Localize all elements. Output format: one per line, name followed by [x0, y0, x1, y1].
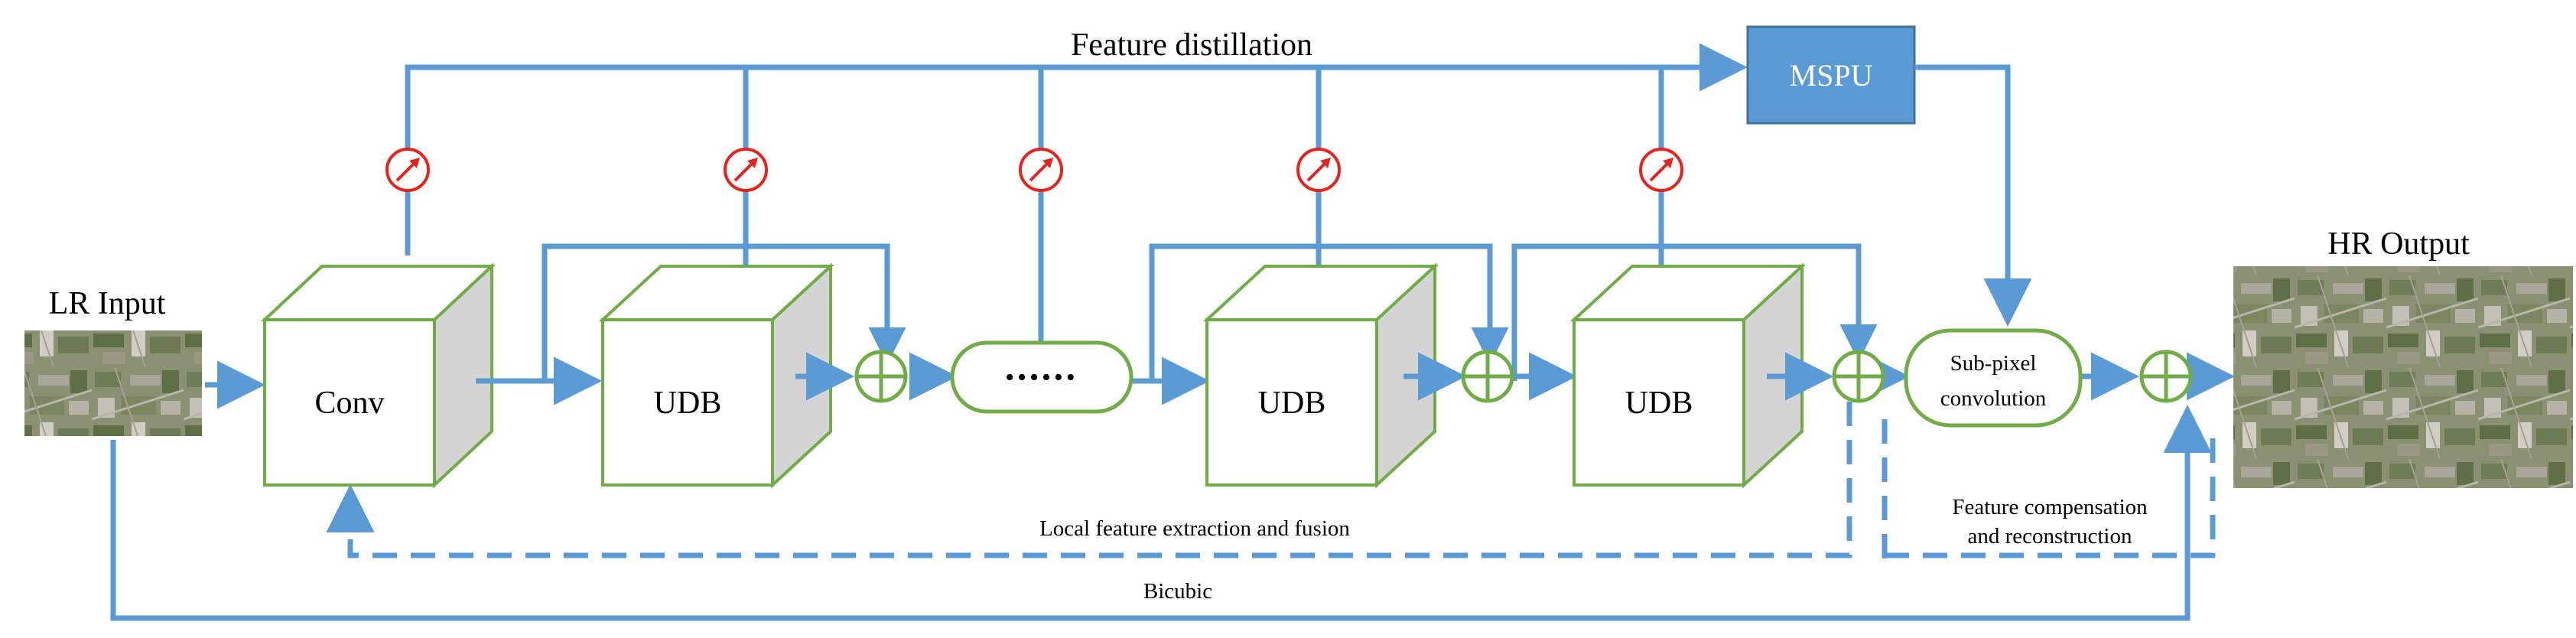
- local-feature-dashed-line: [326, 402, 1852, 558]
- hr-output-image: [2233, 266, 2573, 488]
- udb-label: UDB: [654, 386, 722, 421]
- gauge-icon: [1296, 148, 1341, 192]
- bicubic-line: [110, 405, 2212, 621]
- gauge-icon: [724, 148, 768, 192]
- skip-connection-3: [1511, 243, 1878, 381]
- feature-compensation-label-1: Feature compensation: [1952, 495, 2148, 519]
- feature-distillation-label: Feature distillation: [1071, 28, 1312, 63]
- circled-plus-icon: [1461, 350, 1514, 403]
- lr-input-label: LR Input: [49, 286, 166, 321]
- subpixel-label-1: Sub-pixel: [1950, 351, 2037, 376]
- udb-block-3: UDB: [1569, 262, 1807, 489]
- local-feature-label: Local feature extraction and fusion: [1039, 516, 1350, 541]
- mspu-to-subpixel-line: [1914, 64, 2032, 327]
- bicubic-label: Bicubic: [1143, 579, 1212, 604]
- udb-block-1: UDB: [598, 262, 835, 489]
- circled-plus-icon: [854, 350, 908, 403]
- subpixel-convolution-block: Sub-pixel convolution: [1904, 328, 2083, 428]
- gauge-icon: [385, 148, 430, 192]
- udb-label: UDB: [1258, 386, 1326, 421]
- conv-label: Conv: [314, 386, 384, 421]
- circled-plus-icon: [1832, 350, 1885, 403]
- hr-output-label: HR Output: [2327, 226, 2470, 262]
- feature-compensation-dashed-line-2: [1885, 428, 2216, 558]
- feature-compensation-label-2: and reconstruction: [1967, 524, 2132, 548]
- gauge-icon: [1639, 148, 1683, 192]
- conv-block: Conv: [260, 262, 496, 489]
- circled-plus-icon: [2139, 350, 2193, 403]
- mspu-label: MSPU: [1790, 58, 1873, 93]
- subpixel-label-2: convolution: [1940, 386, 2047, 411]
- skip-connection-1: [542, 243, 906, 381]
- ellipsis-label: ••••••: [1005, 363, 1078, 392]
- distillation-bus-line: [405, 43, 1748, 256]
- udb-label: UDB: [1625, 386, 1693, 421]
- gauge-icon: [1019, 148, 1063, 192]
- ellipsis-block: ••••••: [950, 340, 1134, 414]
- mspu-block: [1746, 25, 1916, 125]
- lr-input-image: [24, 330, 202, 436]
- skip-connection-2: [1149, 243, 1509, 381]
- udb-block-2: UDB: [1202, 262, 1439, 489]
